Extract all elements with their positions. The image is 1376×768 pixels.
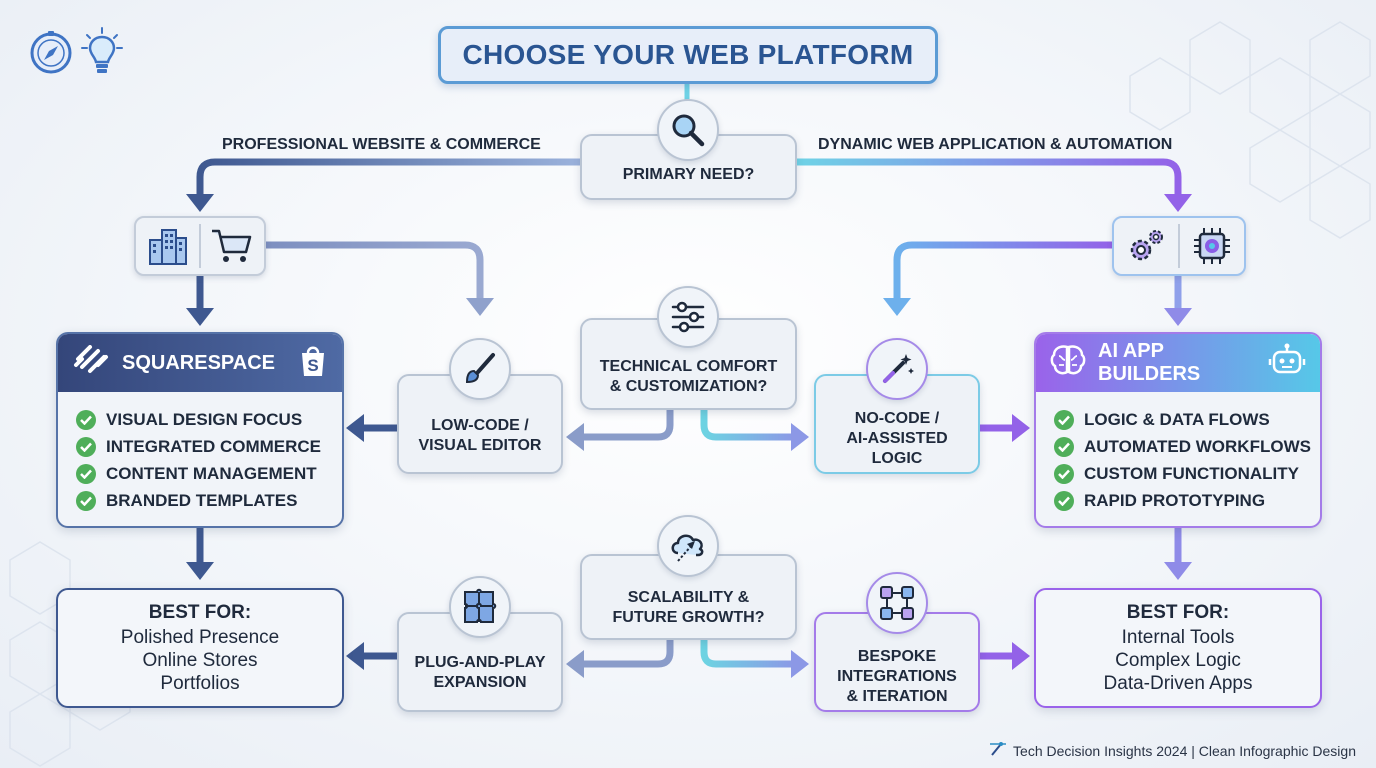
ai-app-builders-title: AI APP BUILDERS xyxy=(1098,340,1201,385)
ai-app-builders-card: AI APP BUILDERS LOGIC & DATA FLOWS AUTOM… xyxy=(1034,332,1322,528)
right-best-item: Data-Driven Apps xyxy=(1103,672,1253,694)
check-icon xyxy=(1054,409,1074,430)
check-icon xyxy=(76,409,96,430)
left-best-item: Portfolios xyxy=(160,672,240,694)
right-best-item: Complex Logic xyxy=(1115,649,1241,671)
flow-nodes-icon xyxy=(866,572,928,634)
paintbrush-icon xyxy=(449,338,511,400)
squarespace-card: SQUARESPACE S VISUAL DESIGN FOCUS INTEGR… xyxy=(56,332,344,528)
svg-text:S: S xyxy=(307,356,318,375)
check-icon xyxy=(1054,463,1074,484)
squarespace-logo-icon xyxy=(72,345,110,381)
building-icon xyxy=(136,226,199,266)
bespoke-line-2: INTEGRATIONS xyxy=(837,668,957,685)
check-icon xyxy=(1054,436,1074,457)
lightbulb-icon xyxy=(80,26,124,83)
left-branch-label: PROFESSIONAL WEBSITE & COMMERCE xyxy=(222,136,541,153)
right-best-for: BEST FOR: Internal Tools Complex Logic D… xyxy=(1034,588,1322,708)
scalability-line-2: FUTURE GROWTH? xyxy=(612,609,765,626)
squarespace-card-header: SQUARESPACE S xyxy=(58,334,342,392)
left-best-item: Polished Presence xyxy=(120,626,280,648)
sliders-icon xyxy=(657,286,719,348)
check-icon xyxy=(1054,490,1074,511)
scalability-line-1: SCALABILITY & xyxy=(627,589,750,606)
ai-app-builders-card-header: AI APP BUILDERS xyxy=(1036,334,1320,392)
primary-need-label: PRIMARY NEED? xyxy=(622,166,755,183)
bespoke-node: BESPOKE INTEGRATIONS & ITERATION xyxy=(814,612,980,712)
ai-chip-icon xyxy=(1180,226,1244,266)
check-icon xyxy=(76,490,96,511)
footer-text: Tech Decision Insights 2024 | Clean Info… xyxy=(1013,742,1356,759)
plug-line-2: EXPANSION xyxy=(433,674,527,691)
no-code-line-2: AI-ASSISTED xyxy=(846,430,948,447)
list-item: INTEGRATED COMMERCE xyxy=(76,433,342,460)
squarespace-feature-list: VISUAL DESIGN FOCUS INTEGRATED COMMERCE … xyxy=(58,392,342,514)
no-code-line-3: LOGIC xyxy=(871,450,923,467)
bespoke-line-1: BESPOKE xyxy=(857,648,937,665)
page-title: CHOOSE YOUR WEB PLATFORM xyxy=(438,26,938,84)
shopify-bag-icon: S xyxy=(298,343,328,383)
feature-label: CONTENT MANAGEMENT xyxy=(106,463,317,483)
feature-label: LOGIC & DATA FLOWS xyxy=(1084,409,1270,429)
right-branch-label: DYNAMIC WEB APPLICATION & AUTOMATION xyxy=(818,136,1173,153)
left-best-item: Online Stores xyxy=(142,649,258,671)
list-item: LOGIC & DATA FLOWS xyxy=(1054,406,1320,433)
list-item: RAPID PROTOTYPING xyxy=(1054,487,1320,514)
plug-and-play-node: PLUG-AND-PLAY EXPANSION xyxy=(397,612,563,712)
cloud-icon xyxy=(657,515,719,577)
ai-app-builders-feature-list: LOGIC & DATA FLOWS AUTOMATED WORKFLOWS C… xyxy=(1036,392,1320,514)
list-item: CUSTOM FUNCTIONALITY xyxy=(1054,460,1320,487)
technical-line-1: TECHNICAL COMFORT xyxy=(599,358,778,375)
plug-line-1: PLUG-AND-PLAY xyxy=(414,654,546,671)
feature-label: AUTOMATED WORKFLOWS xyxy=(1084,436,1311,456)
squarespace-title: SQUARESPACE xyxy=(122,351,275,374)
feature-label: RAPID PROTOTYPING xyxy=(1084,490,1266,510)
website-commerce-icons xyxy=(134,216,266,276)
list-item: AUTOMATED WORKFLOWS xyxy=(1054,433,1320,460)
search-icon xyxy=(657,99,719,161)
feature-label: VISUAL DESIGN FOCUS xyxy=(106,409,303,429)
list-item: BRANDED TEMPLATES xyxy=(76,487,342,514)
compass-icon xyxy=(28,30,74,81)
bespoke-line-3: & ITERATION xyxy=(846,688,948,705)
right-best-heading: BEST FOR: xyxy=(1126,601,1230,623)
technical-line-2: & CUSTOMIZATION? xyxy=(609,378,768,395)
list-item: CONTENT MANAGEMENT xyxy=(76,460,342,487)
brain-icon xyxy=(1050,344,1086,382)
left-best-heading: BEST FOR: xyxy=(148,601,252,623)
feature-label: INTEGRATED COMMERCE xyxy=(106,436,322,456)
list-item: VISUAL DESIGN FOCUS xyxy=(76,406,342,433)
puzzle-icon xyxy=(449,576,511,638)
check-icon xyxy=(76,436,96,457)
low-code-line-1: LOW-CODE / xyxy=(431,417,529,434)
tool-icon xyxy=(989,741,1007,760)
left-best-for: BEST FOR: Polished Presence Online Store… xyxy=(56,588,344,708)
footer: Tech Decision Insights 2024 | Clean Info… xyxy=(989,741,1356,760)
low-code-node: LOW-CODE / VISUAL EDITOR xyxy=(397,374,563,474)
no-code-line-1: NO-CODE / xyxy=(854,410,940,427)
feature-label: CUSTOM FUNCTIONALITY xyxy=(1084,463,1300,483)
low-code-line-2: VISUAL EDITOR xyxy=(418,437,542,454)
gear-icon xyxy=(1114,226,1178,266)
feature-label: BRANDED TEMPLATES xyxy=(106,490,298,510)
cart-icon xyxy=(201,226,264,266)
right-best-item: Internal Tools xyxy=(1121,626,1235,648)
magic-wand-icon xyxy=(866,338,928,400)
app-automation-icons xyxy=(1112,216,1246,276)
robot-icon xyxy=(1268,343,1306,383)
check-icon xyxy=(76,463,96,484)
